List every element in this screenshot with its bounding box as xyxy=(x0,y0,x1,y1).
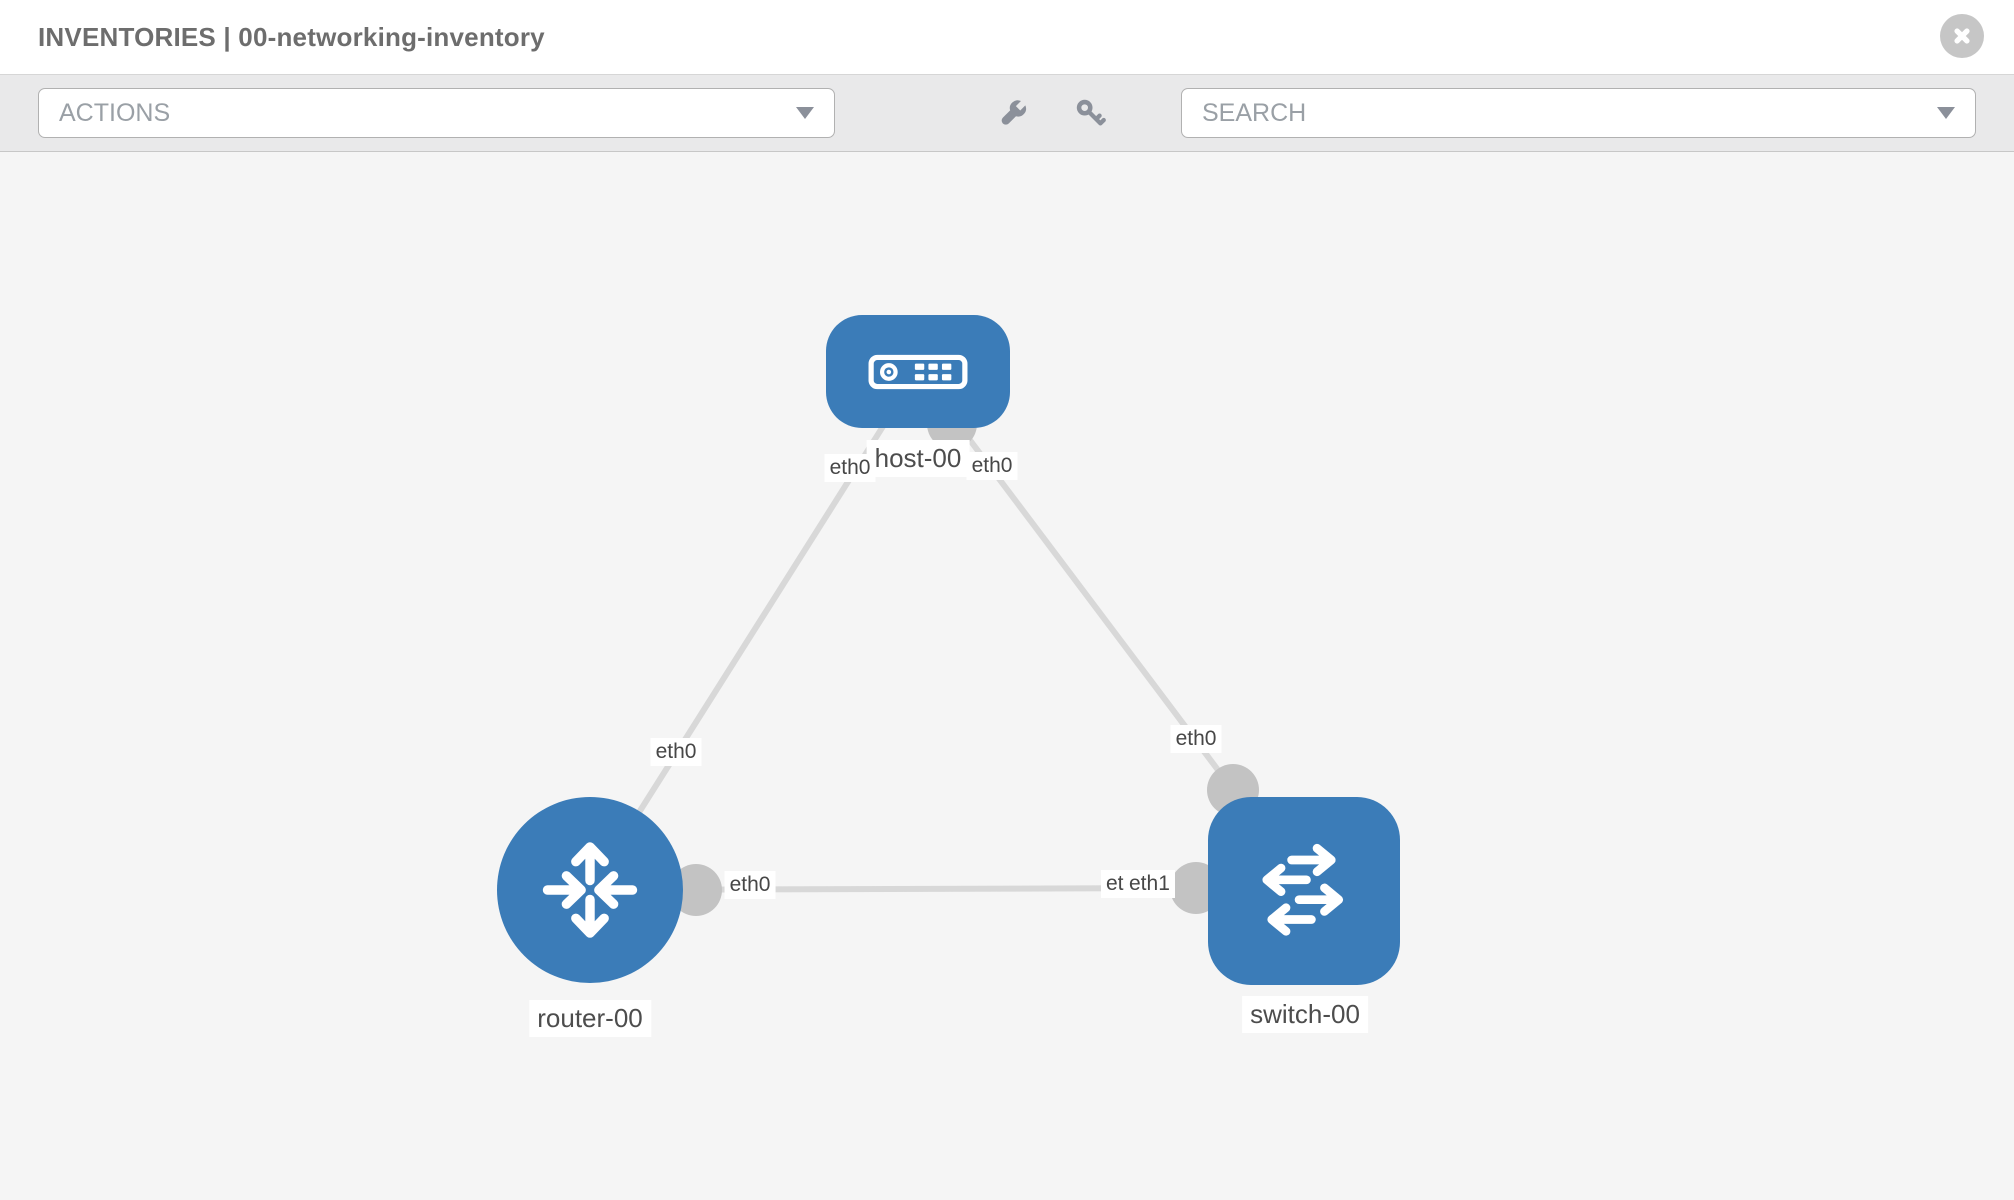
port-label-switch-eth0-up: eth0 xyxy=(1170,725,1222,753)
node-router-00[interactable] xyxy=(497,797,683,983)
search-dropdown-label: SEARCH xyxy=(1202,98,1307,127)
node-label-switch: switch-00 xyxy=(1242,996,1368,1033)
toolbar: ACTIONS SEARCH xyxy=(0,74,2014,152)
close-button[interactable] xyxy=(1940,14,1984,58)
close-icon xyxy=(1954,28,1970,44)
header: INVENTORIES | 00-networking-inventory xyxy=(0,0,2014,74)
port-label-router-eth0-up: eth0 xyxy=(650,738,702,766)
actions-dropdown[interactable]: ACTIONS xyxy=(38,88,835,138)
toolbar-tools xyxy=(835,96,1181,130)
link-host-switch xyxy=(915,369,1236,792)
port-label-router-eth0: eth0 xyxy=(724,871,776,899)
port-label-host-eth0-right: eth0 xyxy=(966,452,1018,480)
port-label-host-eth0-left: eth0 xyxy=(824,454,876,482)
server-icon xyxy=(868,354,968,389)
key-button[interactable] xyxy=(1073,96,1107,130)
actions-dropdown-label: ACTIONS xyxy=(59,98,171,127)
chevron-down-icon xyxy=(1937,107,1955,119)
topology-canvas[interactable]: host-00 router-00 switch-00 eth0 eth0 et… xyxy=(0,152,2014,1200)
switch-arrows-icon xyxy=(1262,843,1344,936)
node-label-router: router-00 xyxy=(529,1000,651,1037)
topology-links-layer xyxy=(587,369,1259,916)
wrench-button[interactable] xyxy=(997,96,1031,130)
node-host-00[interactable] xyxy=(826,315,1010,428)
chevron-down-icon xyxy=(796,107,814,119)
router-arrows-icon xyxy=(542,842,638,938)
node-label-host: host-00 xyxy=(866,440,970,477)
page-title: INVENTORIES | 00-networking-inventory xyxy=(38,21,545,52)
search-dropdown[interactable]: SEARCH xyxy=(1181,88,1976,138)
interface-dot-router xyxy=(670,864,722,916)
node-switch-00[interactable] xyxy=(1208,797,1400,985)
wrench-icon xyxy=(1001,100,1026,125)
port-label-switch-eth1-front: eth1 xyxy=(1124,870,1175,898)
key-icon xyxy=(1076,99,1106,126)
